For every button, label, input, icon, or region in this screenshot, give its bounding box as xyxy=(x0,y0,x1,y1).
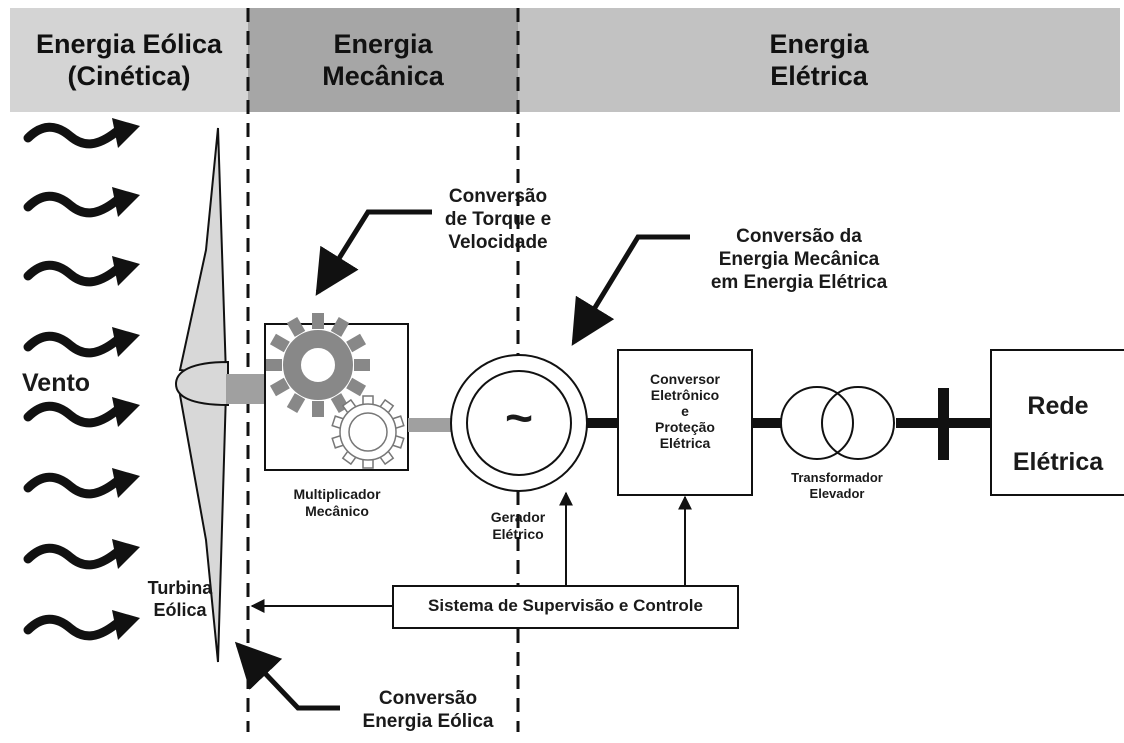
turbine-label: Turbina Eólica xyxy=(132,578,228,621)
header-electrical-line2: Elétrica xyxy=(770,61,868,92)
header-electrical-line1: Energia xyxy=(769,29,869,59)
wind-label: Vento xyxy=(22,369,91,397)
wind-conversion-line1: Conversão xyxy=(378,688,478,709)
callout-arrow-wind-conversion xyxy=(234,641,340,711)
grid-label: Rede Elétrica xyxy=(993,378,1123,490)
converter-label: Conversor Eletrônico e Proteção Elétrica xyxy=(620,371,750,451)
header-wind-energy: Energia Eólica (Cinética) xyxy=(10,28,248,93)
grid-label-line2: Elétrica xyxy=(1012,448,1104,476)
generation-conversion-line3: em Energia Elétrica xyxy=(710,271,888,293)
wind-conversion-label: Conversão Energia Eólica xyxy=(338,688,518,734)
gear-large-icon xyxy=(266,313,370,417)
generator-label-line2: Elétrico xyxy=(492,525,544,542)
generator-label-line1: Gerador xyxy=(490,509,546,525)
gear-small-icon xyxy=(331,395,405,469)
converter-label-line2: Eletrônico xyxy=(650,387,720,404)
torque-conversion-line3: Velocidade xyxy=(448,231,548,253)
generator-label: Gerador Elétrico xyxy=(470,509,566,543)
turbine-label-line1: Turbina xyxy=(147,578,213,598)
gearbox-label-line2: Mecânico xyxy=(305,502,369,519)
grid-box xyxy=(990,349,1124,496)
grid-label-line1: Rede xyxy=(1027,392,1089,420)
converter-label-line3: e xyxy=(681,403,689,420)
callout-arrow-torque xyxy=(315,209,432,296)
header-mechanical-line2: Mecânica xyxy=(322,61,444,92)
torque-conversion-label: Conversão de Torque e Velocidade xyxy=(428,186,568,254)
sine-wave-icon: ~ xyxy=(504,392,534,445)
header-band-mechanical xyxy=(248,8,518,112)
torque-conversion-line2: de Torque e xyxy=(444,208,552,230)
supervision-label: Sistema de Supervisão e Controle xyxy=(428,596,703,615)
high-speed-shaft xyxy=(408,418,454,432)
header-wind-line1: Energia Eólica xyxy=(35,29,223,59)
turbine-label-line2: Eólica xyxy=(153,599,207,620)
header-band-electrical xyxy=(518,8,1120,112)
gearbox-label-line1: Multiplicador xyxy=(293,486,381,502)
callout-arrow-generation xyxy=(571,234,690,346)
wind-conversion-line2: Energia Eólica xyxy=(362,710,494,732)
gearbox-label: Multiplicador Mecânico xyxy=(270,486,404,520)
header-mechanical-line1: Energia xyxy=(333,29,433,59)
transformer-label: Transformador Elevador xyxy=(772,470,902,501)
turbine-icon xyxy=(174,127,229,663)
generation-conversion-line1: Conversão da xyxy=(736,226,862,247)
converter-box xyxy=(617,349,753,496)
torque-conversion-line1: Conversão xyxy=(448,186,548,207)
generation-conversion-line2: Energia Mecânica xyxy=(718,248,880,270)
low-speed-shaft xyxy=(226,374,266,404)
header-wind-line2: (Cinética) xyxy=(67,61,191,92)
header-band-wind xyxy=(10,8,248,112)
converter-label-line5: Elétrica xyxy=(659,435,711,452)
grid-breaker-bar xyxy=(938,388,949,460)
converter-label-line4: Proteção xyxy=(655,419,715,436)
generation-conversion-label: Conversão da Energia Mecânica em Energia… xyxy=(694,226,904,294)
header-mechanical-energy: Energia Mecânica xyxy=(248,28,518,93)
converter-label-line1: Conversor xyxy=(649,371,721,387)
transformer-label-line2: Elevador xyxy=(809,485,865,501)
generator-icon xyxy=(450,354,588,492)
header-electrical-energy: Energia Elétrica xyxy=(518,28,1120,93)
transformer-label-line1: Transformador xyxy=(791,470,883,485)
transformer-icon xyxy=(780,386,895,460)
